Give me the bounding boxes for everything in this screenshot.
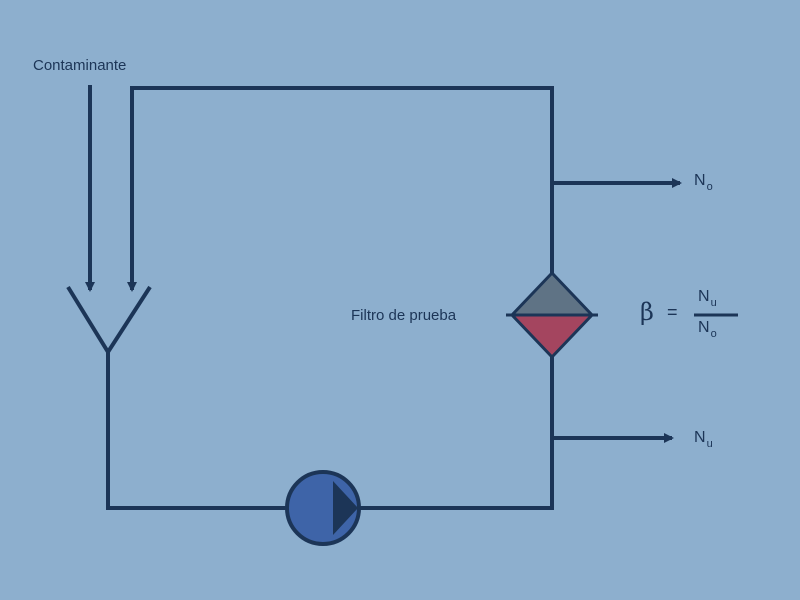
contaminant-label: Contaminante (33, 57, 127, 74)
pump-icon (285, 470, 361, 546)
downstream-count-base: N (694, 429, 706, 446)
beta-denominator: No (698, 319, 717, 340)
beta-denominator-subscript: o (710, 328, 717, 340)
upstream-count-base: N (694, 172, 706, 189)
downstream-count-label: Nu (694, 429, 713, 450)
beta-symbol: β (640, 298, 654, 326)
test-filter-label: Filtro de prueba (351, 307, 457, 324)
return-line (127, 86, 554, 292)
beta-numerator-base: N (698, 288, 710, 305)
downstream-count-subscript: u (706, 438, 713, 450)
upstream-count-label: No (694, 172, 713, 193)
test-filter-icon (506, 270, 598, 360)
beta-equals-sign: = (667, 302, 678, 322)
beta-denominator-base: N (698, 319, 710, 336)
beta-numerator-subscript: u (710, 297, 717, 309)
upstream-count-subscript: o (706, 181, 713, 193)
mixing-funnel (66, 285, 152, 356)
beta-numerator: Nu (698, 288, 717, 309)
